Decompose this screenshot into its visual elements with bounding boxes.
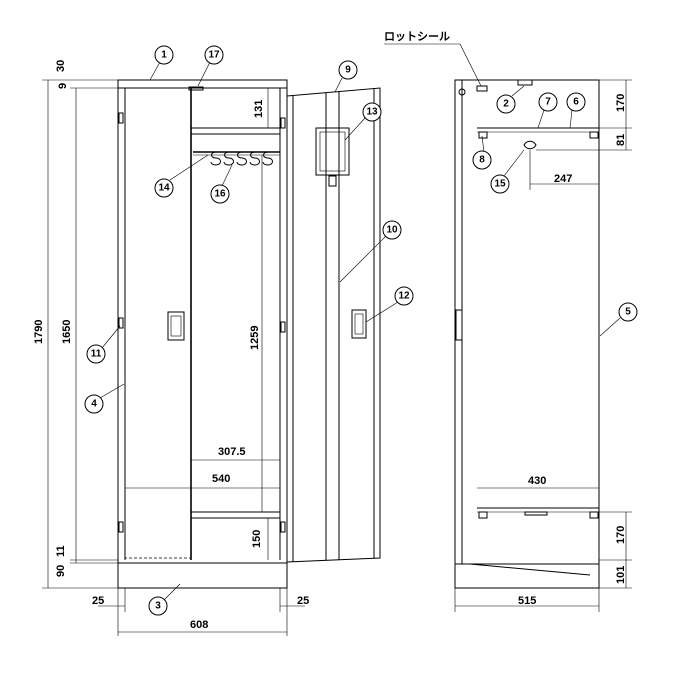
callout-1: 1 [161,50,167,61]
callout-8: 8 [479,155,485,166]
dim-150: 150 [251,530,263,548]
dim-1790: 1790 [33,320,45,344]
dim-25-right: 25 [297,595,309,607]
callout-3: 3 [155,601,161,612]
hinge [280,321,286,333]
dim-90: 90 [55,565,67,577]
bottom-shelf [190,511,281,519]
dimension-text: ロットシール 30 9 1790 1650 131 1259 307.5 540… [33,30,627,631]
door-handle [351,309,367,339]
callout-9: 9 [345,65,351,76]
hinge [280,117,286,129]
top-shelf [190,127,281,135]
hinge [280,521,286,533]
dim-515: 515 [518,595,536,607]
dim-1259: 1259 [249,326,261,350]
callout-10: 10 [386,225,398,236]
mirror [315,127,350,176]
callout-17: 17 [208,50,220,61]
dim-9: 9 [57,83,69,89]
dim-170-top: 170 [615,94,627,112]
lot-seal [476,85,488,92]
callout-5: 5 [625,307,631,318]
dim-307-5: 307.5 [218,446,246,458]
callout-6: 6 [573,97,579,108]
callout-11: 11 [91,349,102,360]
dim-430: 430 [528,475,546,487]
cabinet-outline [117,79,288,589]
callout-16: 16 [214,189,226,200]
hooks [210,151,273,166]
left-handle [167,311,185,341]
callout-7: 7 [545,97,551,108]
lock-part [188,86,204,91]
callout-14: 14 [158,183,170,194]
dim-170-bottom: 170 [615,526,627,544]
front-view [117,79,288,589]
callout-13: 13 [366,107,378,118]
dim-101: 101 [615,566,627,584]
callouts: 1 17 9 13 14 16 10 12 11 4 3 2 [84,45,638,616]
callout-circle [154,45,174,65]
side-view [454,79,600,589]
open-door [286,87,381,563]
callout-12: 12 [398,291,410,302]
dim-1650: 1650 [61,320,73,344]
callout-2: 2 [503,99,509,110]
hinge [118,317,124,329]
callout-4: 4 [91,399,97,410]
seal-label: ロットシール [384,30,450,43]
dim-25-left: 25 [92,595,104,607]
dim-11: 11 [55,545,67,557]
dim-608: 608 [190,619,208,631]
dim-30: 30 [55,60,67,72]
dimension-lines [42,43,632,636]
dim-540: 540 [212,473,230,485]
dim-247: 247 [554,173,572,185]
dim-81: 81 [615,134,627,146]
hinge [118,521,124,533]
callout-15: 15 [494,179,506,190]
dim-131: 131 [253,100,265,118]
hinge [118,112,124,124]
